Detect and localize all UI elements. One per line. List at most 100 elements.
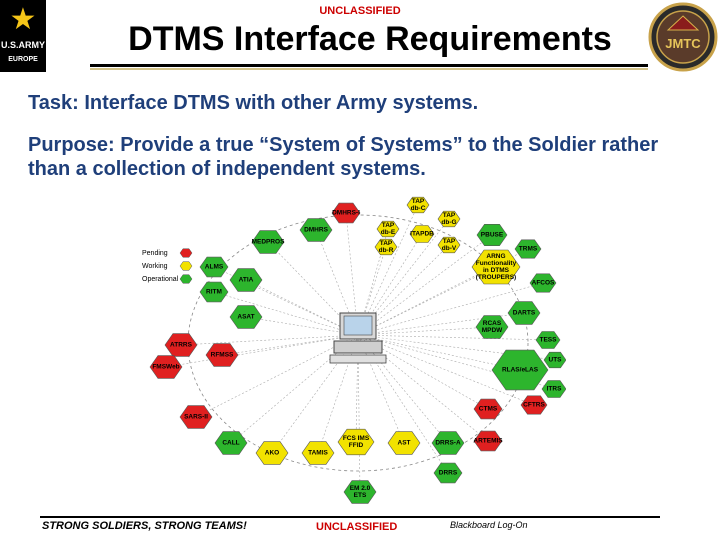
connector-arng-functionality-in-dtms-troupers <box>357 266 497 336</box>
node-hex-tap-db-e <box>376 220 400 238</box>
footer-rule <box>40 516 660 518</box>
legend-label-operational: Operational <box>142 276 179 283</box>
connector-uts <box>357 334 557 361</box>
node-hex-tap-db-r <box>374 238 398 256</box>
node-sars-ii: SARS-II <box>179 405 213 429</box>
node-label-tap-db-v: TAP <box>443 238 456 245</box>
node-alms: ALMS <box>199 256 229 278</box>
node-hex-arng-functionality-in-dtms-troupers <box>471 249 521 285</box>
node-label-tap-db-r: TAP <box>380 240 393 247</box>
node-label-rlas-elas: RLAS/eLAS <box>502 367 539 374</box>
node-hex-medpros <box>251 230 285 254</box>
node-label-uts: UTS <box>549 357 563 364</box>
legend-label-pending: Pending <box>142 250 168 257</box>
node-label-ako: AKO <box>265 450 279 457</box>
node-hex-tess <box>535 331 561 349</box>
node-hex-itapdb <box>409 225 435 243</box>
node-hex-cftrs <box>520 395 548 415</box>
node-label-dmhrs: DMHRS <box>304 227 328 234</box>
node-label-atrrs: ATRRS <box>170 342 193 349</box>
node-label-artemis: ARTEMIS <box>473 438 503 445</box>
node-hex-artemis <box>473 430 503 452</box>
node-label-alms: ALMS <box>205 264 224 271</box>
footer-system: Blackboard Log-On <box>450 520 528 530</box>
connector-afcos <box>357 282 544 336</box>
node-label-ctms: CTMS <box>479 406 498 413</box>
node-label-itrs: ITRS <box>547 386 562 393</box>
node-label-trms: TRMS <box>519 246 538 253</box>
node-label-drrs: DRRS <box>439 470 458 477</box>
connector-fmsweb <box>165 334 359 368</box>
node-dmhrs: DMHRS <box>299 218 333 242</box>
node-rfmss: RFMSS <box>205 343 239 367</box>
node-afcos: AFCOS <box>529 273 557 293</box>
node-hex-atrrs <box>164 333 198 357</box>
node-asat: ASAT <box>229 305 263 329</box>
node-drrs-a: DRRS-A <box>431 431 465 455</box>
node-hex-sars-ii <box>179 405 213 429</box>
node-label-tap-db-c: TAP <box>412 198 425 205</box>
connector-dmhrs <box>315 229 359 336</box>
node-hex-tap-db-v <box>437 236 461 254</box>
node-pbuse: PBUSE <box>476 223 508 247</box>
connector-asat <box>245 316 359 336</box>
node-label-ritm: RITM <box>206 289 222 296</box>
node-hex-ako <box>255 441 289 465</box>
node-label-em-2-0-ets: EM 2.0 <box>350 485 371 492</box>
node-label-afcos: AFCOS <box>532 280 555 287</box>
node-label-cftrs: CFTRS <box>523 402 545 409</box>
node-hex-call <box>214 431 248 455</box>
node-call: CALL <box>214 431 248 455</box>
interface-diagram: PendingWorkingOperationalDMHRS-ITAPdb-CT… <box>142 196 566 504</box>
node-hex-afcos <box>529 273 557 293</box>
legend-label-working: Working <box>142 263 168 270</box>
node-tamis: TAMIS <box>301 441 335 465</box>
connector-atia <box>245 279 359 336</box>
node-label-tess: TESS <box>540 337 558 344</box>
node-label-tap-db-e: db-E <box>381 229 396 236</box>
node-hex-dmhrs-i <box>331 202 361 224</box>
node-hex-itrs <box>541 380 566 398</box>
seal-text: JMTC <box>665 36 701 51</box>
node-label-arng-functionality-in-dtms-troupers: ARNG <box>486 253 505 260</box>
connector-rfmss <box>221 334 359 356</box>
node-hex-fmsweb <box>149 355 183 379</box>
node-hex-drrs <box>433 462 463 484</box>
node-itrs: ITRS <box>541 380 566 398</box>
node-label-tap-db-g: db-G <box>441 219 456 226</box>
node-label-arng-functionality-in-dtms-troupers: in DTMS <box>483 267 510 274</box>
node-label-medpros: MEDPROS <box>252 239 286 246</box>
node-medpros: MEDPROS <box>251 230 286 254</box>
node-hex-rfmss <box>205 343 239 367</box>
node-hex-darts <box>507 301 541 325</box>
node-label-dmhrs-i: DMHRS-I <box>332 210 360 217</box>
purpose-statement: Purpose: Provide a true “System of Syste… <box>28 134 659 180</box>
node-ast: AST <box>387 431 421 455</box>
node-label-arng-functionality-in-dtms-troupers: Functionality <box>476 260 517 267</box>
node-label-arng-functionality-in-dtms-troupers: (TROUPERS) <box>476 274 516 281</box>
node-fmsweb: FMSWeb <box>149 355 183 379</box>
node-label-ast: AST <box>398 440 411 447</box>
connector-drrs <box>357 334 449 474</box>
node-hex-uts <box>543 351 566 369</box>
legend-swatch-working <box>179 261 193 271</box>
node-label-asat: ASAT <box>237 314 254 321</box>
task-statement: Task: Interface DTMS with other Army sys… <box>28 92 479 114</box>
node-hex-ctms <box>473 398 503 420</box>
connector-tess <box>357 334 549 341</box>
us-army-europe-logo: ★ U.S.ARMY EUROPE <box>0 0 46 72</box>
node-label-rfmss: RFMSS <box>211 352 234 359</box>
node-hex-em-2-0-ets <box>343 480 377 504</box>
computer-icon <box>329 312 387 364</box>
connector-ritm <box>213 291 359 336</box>
node-label-fcs-ims-ffid: FFID <box>349 442 364 449</box>
node-itapdb: ITAPDB <box>409 225 435 243</box>
army-logo-text: U.S.ARMY <box>0 40 45 50</box>
slide-title: DTMS Interface Requirements <box>128 20 612 58</box>
